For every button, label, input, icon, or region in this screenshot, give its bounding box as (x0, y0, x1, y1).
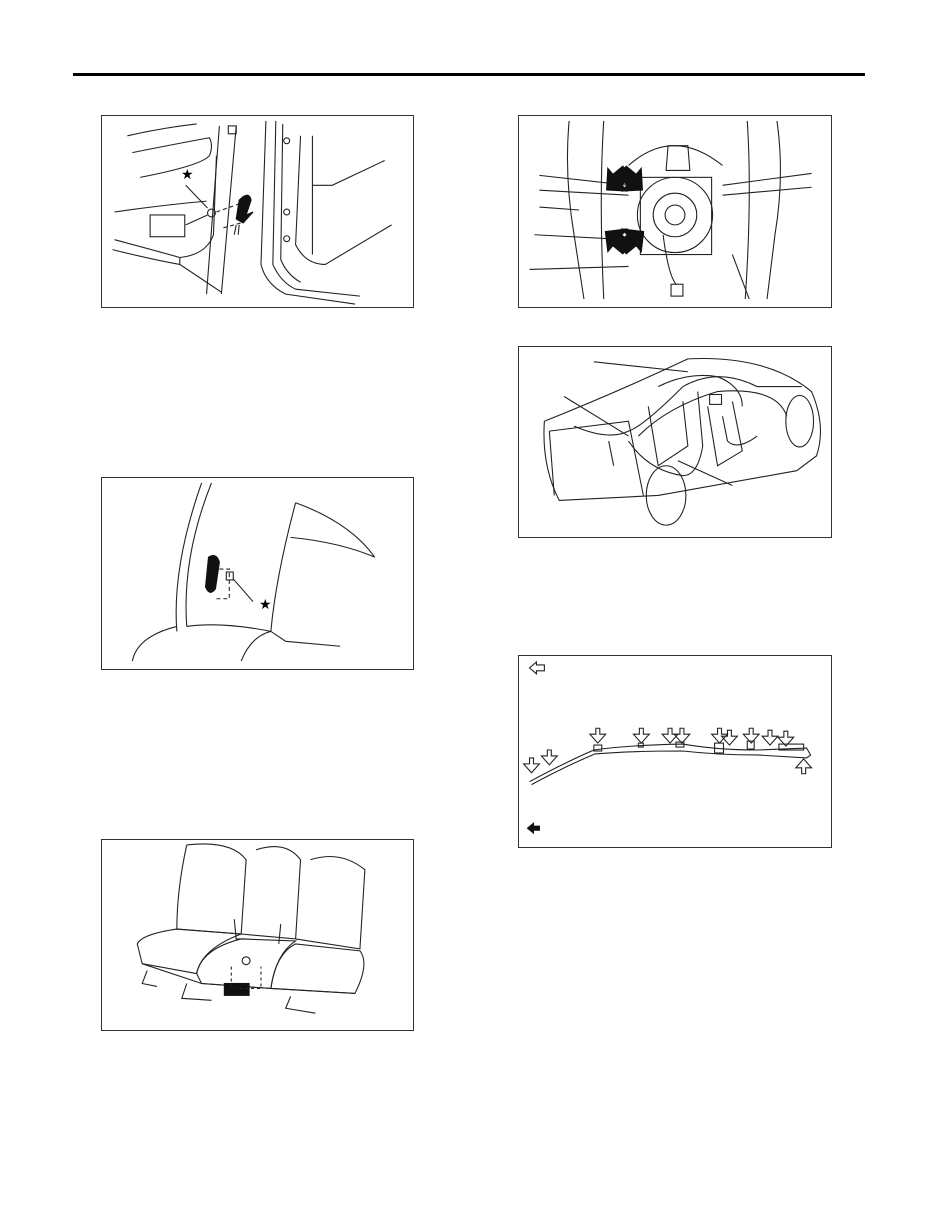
figure-steering-connector (518, 115, 832, 308)
harness-clips-illustration (522, 660, 813, 835)
header-rule (73, 73, 865, 76)
rear-anchor-illustration (131, 482, 376, 662)
figure-vehicle-harness (518, 346, 832, 538)
figure-rear-seat (101, 839, 414, 1031)
vehicle-harness-illustration (543, 357, 821, 526)
front-arrow-icon (528, 660, 545, 675)
steering-illustration (529, 120, 812, 300)
star-marker: ★ (259, 596, 272, 612)
rear-seat-illustration (136, 843, 366, 1014)
clip-arrow-legend-icon (526, 822, 540, 835)
figure-harness-clips (518, 655, 832, 848)
star-marker: ★ (181, 166, 194, 182)
pillar-anchor-illustration (112, 120, 392, 305)
figure-pillar-anchor: ★ (101, 115, 414, 308)
figure-rear-anchor: ★ (101, 477, 414, 670)
